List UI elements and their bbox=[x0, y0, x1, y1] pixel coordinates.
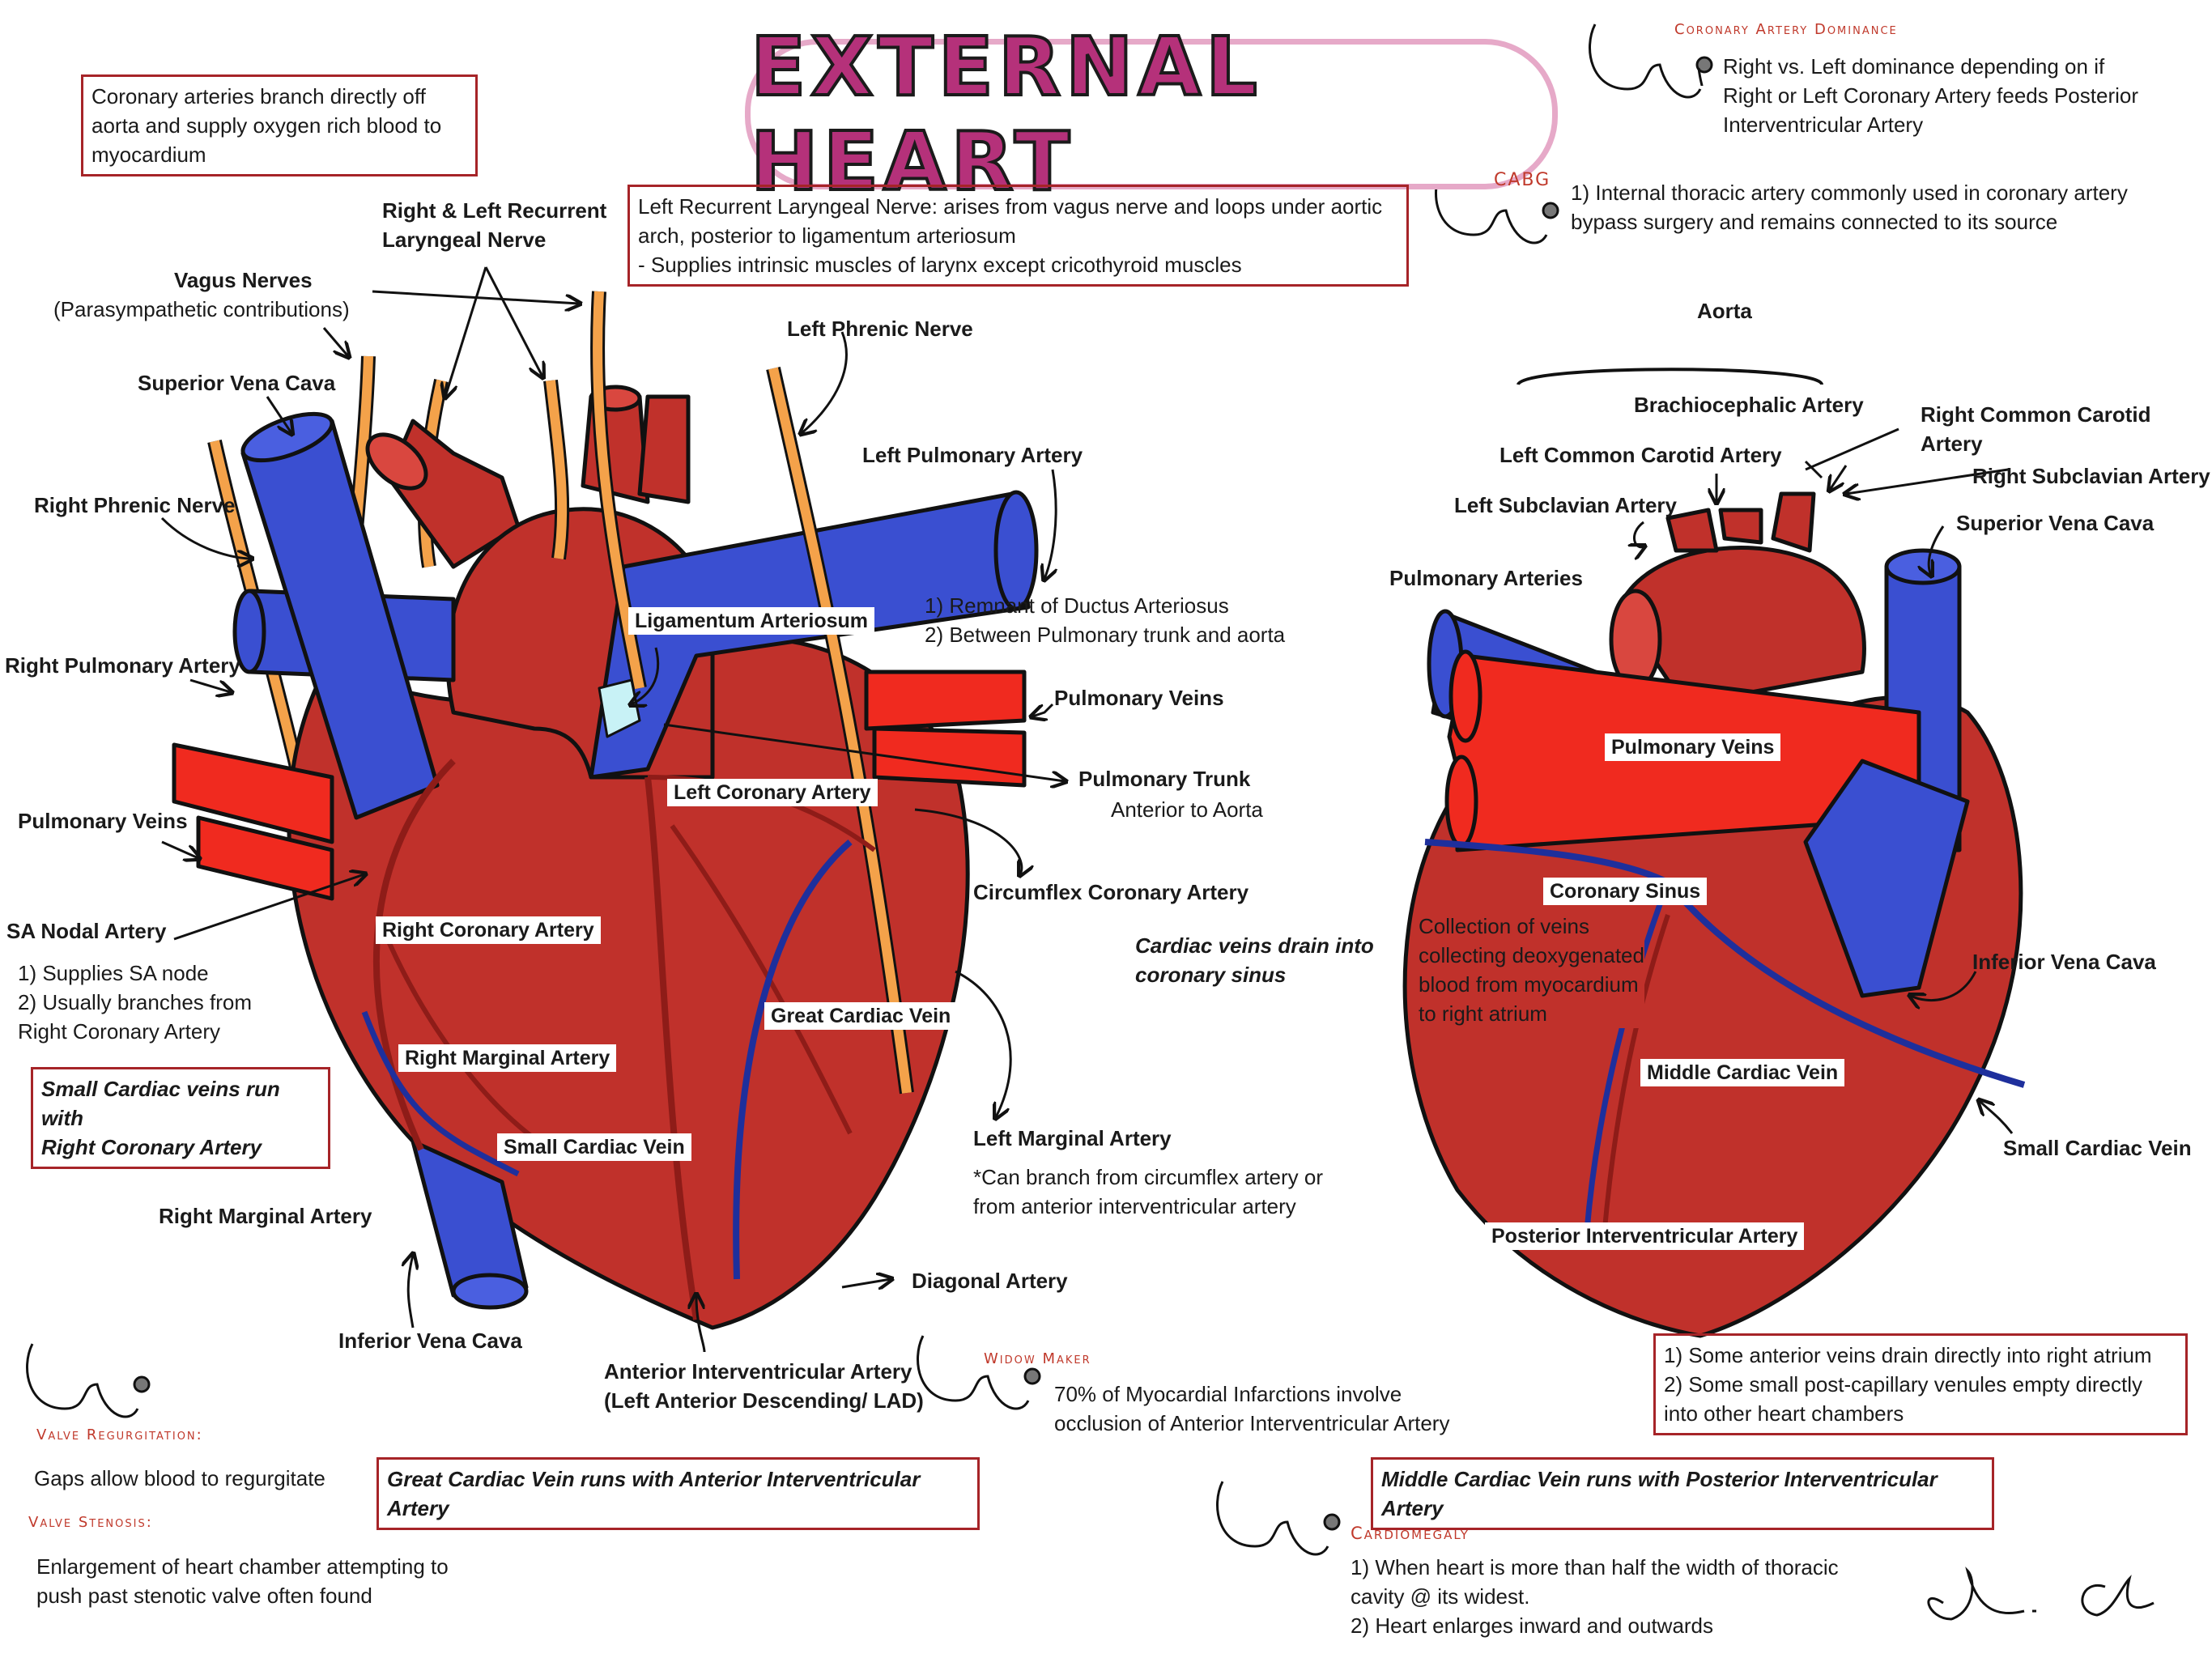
tag-coronary-sinus: Coronary Sinus bbox=[1543, 878, 1708, 905]
label-pulm-trunk: Pulmonary Trunk bbox=[1078, 767, 1251, 791]
tag-right-coronary: Right Coronary Artery bbox=[376, 916, 601, 944]
posterior-ivc bbox=[1803, 759, 1970, 998]
posterior-heart bbox=[1402, 491, 2026, 1338]
widow-maker-title: Widow Maker bbox=[984, 1350, 1091, 1367]
cabg-title: CABG bbox=[1494, 170, 1551, 190]
label-posterior-ivc: Inferior Vena Cava bbox=[1972, 950, 2156, 974]
tag-ligamentum: Ligamentum Arteriosum bbox=[628, 607, 875, 635]
tag-posterior-pulm-veins: Pulmonary Veins bbox=[1605, 733, 1781, 761]
tag-middle-cardiac: Middle Cardiac Vein bbox=[1640, 1059, 1845, 1086]
label-left-common-carotid: Left Common Carotid Artery bbox=[1499, 443, 1782, 467]
stethoscope-icon bbox=[26, 1343, 151, 1418]
tag-left-coronary: Left Coronary Artery bbox=[667, 779, 878, 806]
label-vagus: Vagus Nerves bbox=[174, 268, 313, 292]
label-cardiac-veins-drain: Cardiac veins drain into coronary sinus bbox=[1135, 933, 1374, 987]
label-svc: Superior Vena Cava bbox=[138, 371, 336, 395]
stethoscope-icon bbox=[1589, 23, 1713, 99]
label-posterior-svc: Superior Vena Cava bbox=[1956, 511, 2155, 535]
label-pulm-veins-right: Pulmonary Veins bbox=[1054, 686, 1224, 710]
page-title: EXTERNAL HEART bbox=[745, 18, 1558, 210]
stethoscope-icon bbox=[1216, 1481, 1341, 1556]
valve-stenosis-title: Valve Stenosis: bbox=[28, 1514, 153, 1531]
label-right-marginal-outer: Right Marginal Artery bbox=[159, 1204, 372, 1228]
label-posterior-small-cardiac: Small Cardiac Vein bbox=[2003, 1136, 2192, 1160]
cardiomegaly-text: 1) When heart is more than half the widt… bbox=[1351, 1555, 1839, 1638]
label-vagus-sub: (Parasympathetic contributions) bbox=[53, 297, 350, 321]
label-ivc: Inferior Vena Cava bbox=[338, 1329, 522, 1353]
cabg-text: 1) Internal thoracic artery commonly use… bbox=[1571, 181, 2128, 234]
small-cardiac-vein bbox=[361, 1010, 520, 1177]
stethoscope-icon bbox=[917, 1335, 1041, 1410]
valve-regurgitation-text: Gaps allow blood to regurgitate bbox=[34, 1466, 325, 1490]
diagonal-artery bbox=[670, 824, 853, 1135]
left-marginal-note: *Can branch from circumflex artery or fr… bbox=[973, 1165, 1324, 1218]
label-left-subclavian: Left Subclavian Artery bbox=[1454, 493, 1678, 517]
tag-great-cardiac: Great Cardiac Vein bbox=[764, 1002, 958, 1030]
label-right-subclavian: Right Subclavian Artery bbox=[1972, 464, 2210, 488]
middle-cardiac-vein bbox=[1584, 881, 1671, 1231]
coronary-sinus-notes: Collection of veins collecting deoxygena… bbox=[1419, 912, 1644, 1028]
leader-arrows bbox=[160, 266, 2014, 1353]
pulmonary-vein-right-upper bbox=[864, 670, 1027, 731]
widow-maker-text: 70% of Myocardial Infarctions involve oc… bbox=[1054, 1382, 1450, 1435]
label-right-common-carotid: Right Common Carotid Artery bbox=[1921, 402, 2151, 456]
valve-regurgitation-title: Valve Regurgitation: bbox=[36, 1426, 203, 1443]
great-cardiac-vein-box: Great Cardiac Vein runs with Anterior In… bbox=[376, 1457, 980, 1530]
label-right-phrenic: Right Phrenic Nerve bbox=[34, 493, 236, 517]
signature bbox=[1927, 1567, 2155, 1621]
tag-right-marginal: Right Marginal Artery bbox=[398, 1044, 617, 1072]
label-pulm-trunk-sub: Anterior to Aorta bbox=[1111, 797, 1263, 822]
middle-cardiac-vein-box: Middle Cardiac Vein runs with Posterior … bbox=[1371, 1457, 1994, 1530]
label-recurrent-laryngeal: Right & Left Recurrent Laryngeal Nerve bbox=[382, 198, 607, 252]
dominance-title: Coronary Artery Dominance bbox=[1674, 21, 1898, 38]
sa-nodal-notes: 1) Supplies SA node 2) Usually branches … bbox=[18, 961, 252, 1044]
label-aorta: Aorta bbox=[1697, 299, 1752, 323]
label-pulm-arteries: Pulmonary Arteries bbox=[1389, 566, 1583, 590]
cardiomegaly-title: Cardiomegaly bbox=[1351, 1524, 1470, 1543]
label-circumflex: Circumflex Coronary Artery bbox=[973, 880, 1249, 904]
tag-piv: Posterior Interventricular Artery bbox=[1485, 1222, 1805, 1250]
anterior-heart bbox=[172, 291, 1039, 1330]
anterior-interventricular-artery bbox=[644, 776, 700, 1320]
label-diagonal: Diagonal Artery bbox=[912, 1269, 1068, 1293]
valve-stenosis-text: Enlargement of heart chamber attempting … bbox=[36, 1554, 449, 1608]
small-cardiac-veins-box: Small Cardiac veins run with Right Coron… bbox=[31, 1067, 330, 1169]
posterior-interventricular-artery bbox=[1601, 914, 1670, 1248]
tag-small-cardiac: Small Cardiac Vein bbox=[497, 1133, 691, 1161]
label-left-pulm-artery: Left Pulmonary Artery bbox=[862, 443, 1083, 467]
label-left-phrenic: Left Phrenic Nerve bbox=[787, 317, 973, 341]
stethoscope-icon bbox=[1435, 169, 1559, 244]
posterior-aortic-arch bbox=[1617, 546, 1866, 707]
label-aiv: Anterior Interventricular Artery (Left A… bbox=[604, 1359, 924, 1413]
anterior-veins-box: 1) Some anterior veins drain directly in… bbox=[1653, 1333, 2188, 1435]
label-pulm-veins-left: Pulmonary Veins bbox=[18, 809, 188, 833]
label-brachiocephalic: Brachiocephalic Artery bbox=[1634, 393, 1864, 417]
great-cardiac-vein bbox=[733, 839, 853, 1280]
label-left-marginal: Left Marginal Artery bbox=[973, 1126, 1172, 1150]
ligamentum-notes: 1) Remnant of Ductus Arteriosus 2) Betwe… bbox=[925, 593, 1286, 647]
coronary-arteries-box: Coronary arteries branch directly off ao… bbox=[81, 74, 478, 176]
left-recurrent-laryngeal-box: Left Recurrent Laryngeal Nerve: arises f… bbox=[627, 185, 1409, 287]
pulmonary-vein-left-upper bbox=[172, 742, 334, 844]
label-right-pulm-artery: Right Pulmonary Artery bbox=[5, 653, 240, 678]
label-sa-nodal: SA Nodal Artery bbox=[6, 919, 167, 943]
dominance-text: Right vs. Left dominance depending on if… bbox=[1723, 54, 2139, 137]
